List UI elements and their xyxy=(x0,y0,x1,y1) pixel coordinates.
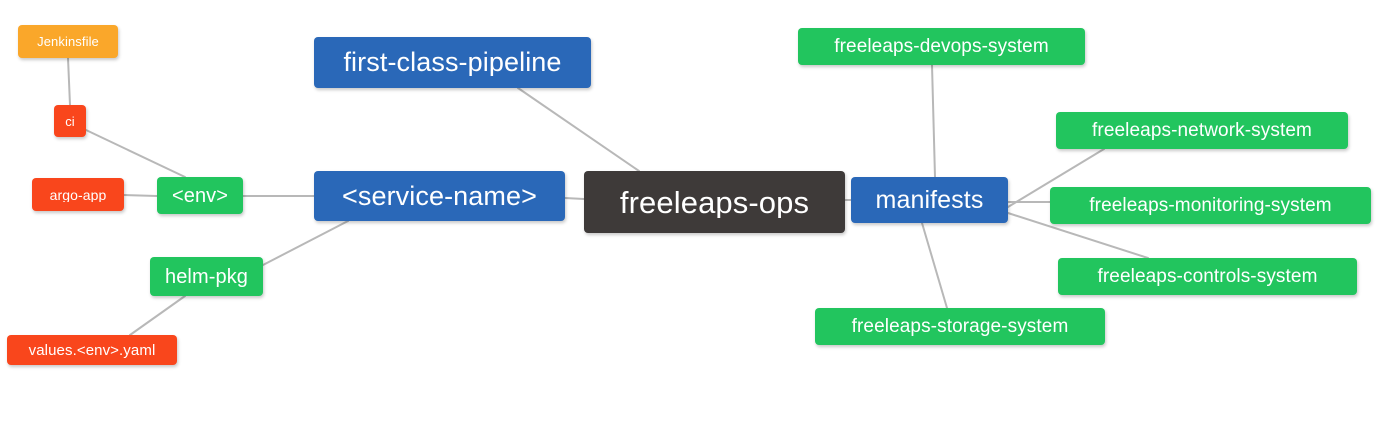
node-label-ci: ci xyxy=(65,114,75,128)
node-label-freeleaps-devops-system: freeleaps-devops-system xyxy=(834,37,1049,56)
node-label-freeleaps-network-system: freeleaps-network-system xyxy=(1092,121,1312,140)
node-label-env: <env> xyxy=(171,185,229,206)
node-freeleaps-storage-system[interactable]: freeleaps-storage-system xyxy=(815,308,1105,345)
node-helm-pkg[interactable]: helm-pkg xyxy=(150,257,263,296)
node-freeleaps-ops[interactable]: freeleaps-ops xyxy=(584,171,845,233)
edge-argo-app-env xyxy=(123,194,158,197)
node-label-freeleaps-storage-system: freeleaps-storage-system xyxy=(851,317,1069,336)
node-values-yaml[interactable]: values.<env>.yaml xyxy=(7,335,177,365)
edge-ci-env xyxy=(85,129,186,178)
edge-helm-pkg-service-name xyxy=(262,220,349,266)
edge-jenkinsfile-ci xyxy=(67,57,71,106)
node-env[interactable]: <env> xyxy=(157,177,243,214)
node-label-argo-app: argo-app xyxy=(49,187,107,202)
edge-manifests-storage xyxy=(921,222,948,309)
node-freeleaps-controls-system[interactable]: freeleaps-controls-system xyxy=(1058,258,1357,295)
node-label-freeleaps-ops: freeleaps-ops xyxy=(619,186,810,218)
node-freeleaps-devops-system[interactable]: freeleaps-devops-system xyxy=(798,28,1085,65)
node-argo-app[interactable]: argo-app xyxy=(32,178,124,211)
edge-manifests-controls xyxy=(1007,212,1149,259)
node-jenkinsfile[interactable]: Jenkinsfile xyxy=(18,25,118,58)
node-first-class-pipeline[interactable]: first-class-pipeline xyxy=(314,37,591,88)
edge-first-class-pipeline-ops xyxy=(517,87,640,172)
node-label-values-yaml: values.<env>.yaml xyxy=(28,342,156,358)
node-ci[interactable]: ci xyxy=(54,105,86,137)
edge-manifests-devops xyxy=(931,64,936,178)
node-label-manifests: manifests xyxy=(875,187,984,213)
edge-values-helm-pkg xyxy=(129,295,186,336)
node-manifests[interactable]: manifests xyxy=(851,177,1008,223)
node-label-freeleaps-monitoring-system: freeleaps-monitoring-system xyxy=(1089,196,1332,215)
node-label-first-class-pipeline: first-class-pipeline xyxy=(343,49,562,76)
node-label-service-name: <service-name> xyxy=(342,182,537,210)
edge-manifests-network xyxy=(1007,148,1105,208)
node-label-freeleaps-controls-system: freeleaps-controls-system xyxy=(1097,267,1318,286)
node-freeleaps-network-system[interactable]: freeleaps-network-system xyxy=(1056,112,1348,149)
node-label-jenkinsfile: Jenkinsfile xyxy=(37,35,99,48)
node-freeleaps-monitoring-system[interactable]: freeleaps-monitoring-system xyxy=(1050,187,1371,224)
node-label-helm-pkg: helm-pkg xyxy=(164,266,249,287)
node-service-name[interactable]: <service-name> xyxy=(314,171,565,221)
edge-service-name-ops xyxy=(564,197,585,200)
